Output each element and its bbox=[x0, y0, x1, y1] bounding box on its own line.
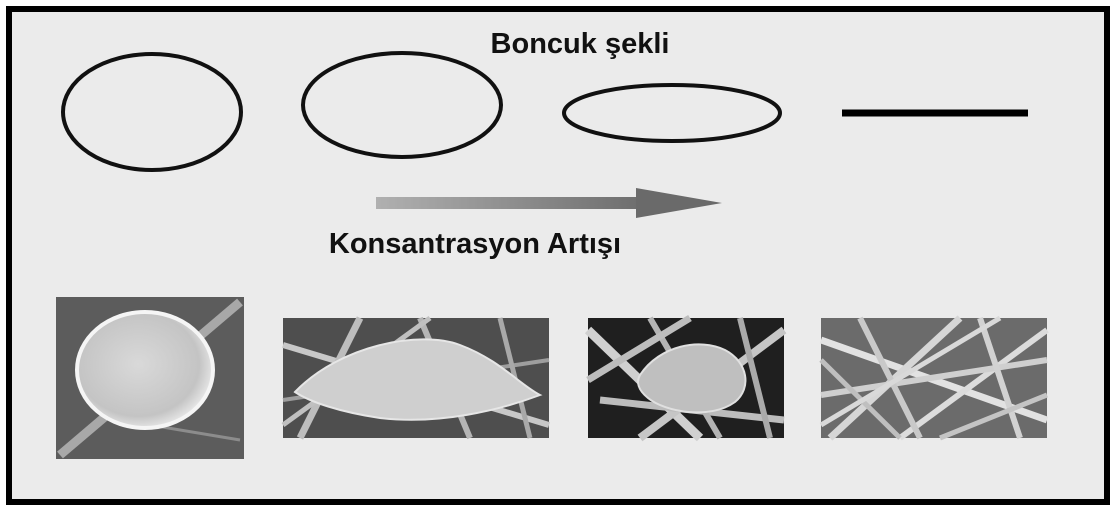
micrograph-uniform-fibers bbox=[821, 318, 1047, 438]
concentration-arrow bbox=[376, 188, 722, 218]
shape-ellipse bbox=[303, 53, 501, 157]
micrograph-small-bead bbox=[588, 318, 784, 438]
micrograph-large-bead bbox=[56, 297, 244, 459]
shape-flat-ellipse bbox=[564, 85, 780, 141]
shape-circle-ellipse bbox=[63, 54, 241, 170]
micrograph-spindle-bead bbox=[283, 318, 549, 438]
